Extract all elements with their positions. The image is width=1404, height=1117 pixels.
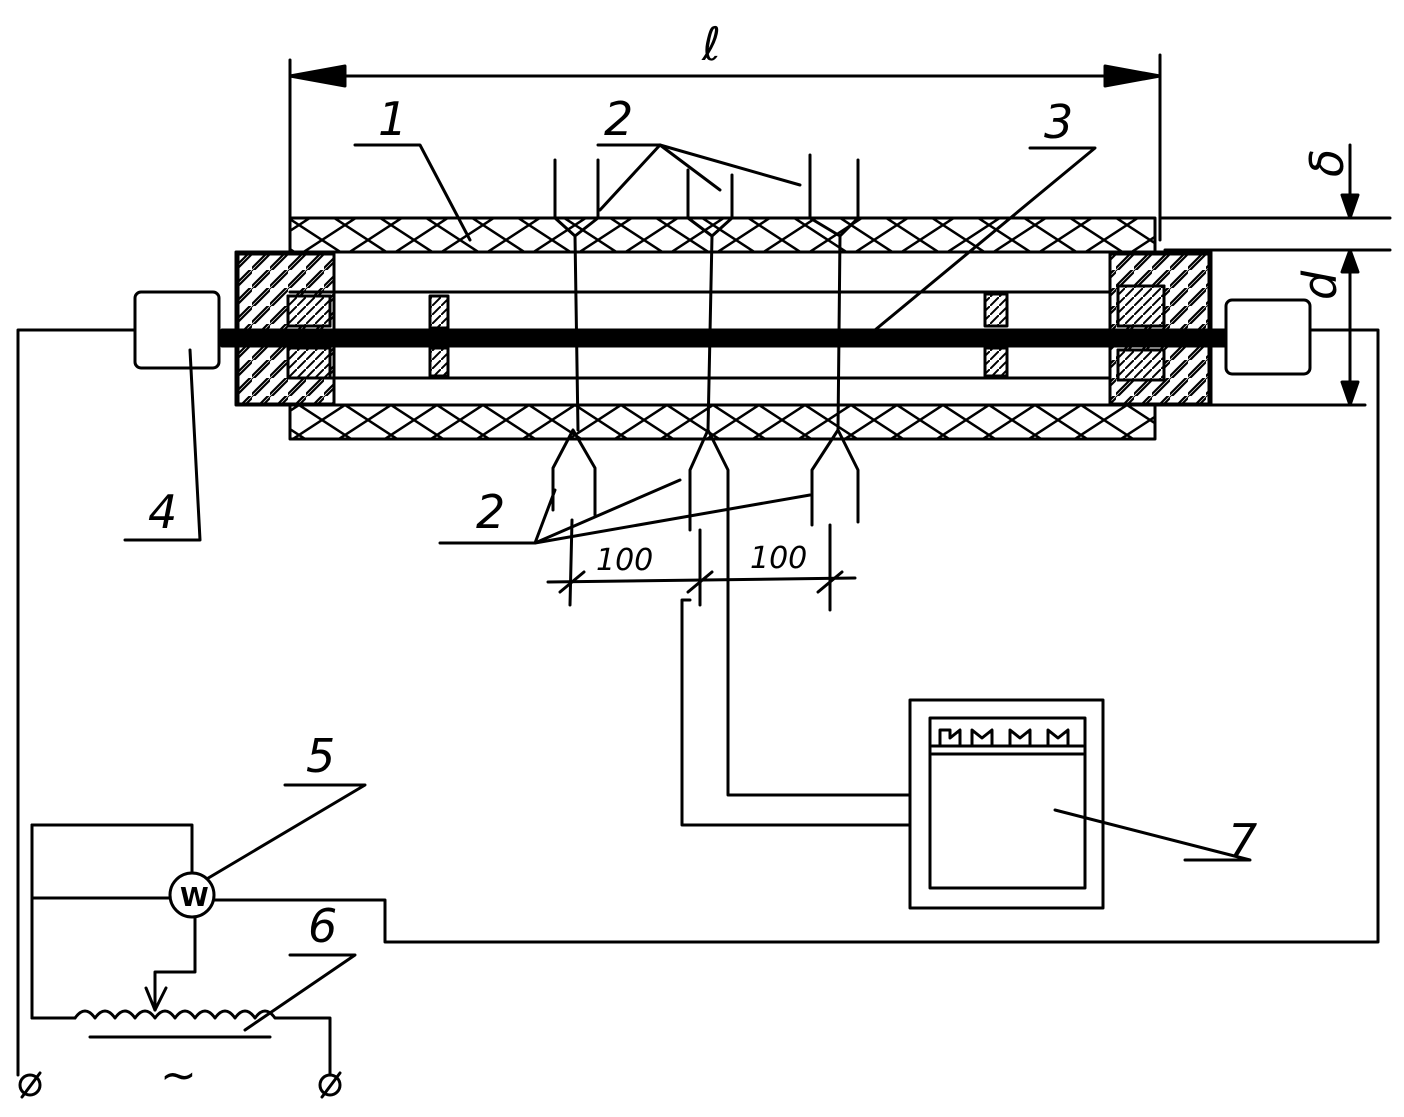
terminal-box-right bbox=[1224, 298, 1312, 376]
wattmeter bbox=[168, 871, 216, 919]
label-6: 6 bbox=[308, 899, 337, 953]
label-5: 5 bbox=[306, 729, 335, 783]
label-7: 7 bbox=[1228, 814, 1257, 868]
heater-rod bbox=[220, 328, 1234, 348]
terminal-box-left bbox=[133, 290, 221, 370]
label-2-top: 2 bbox=[604, 92, 633, 146]
dim-100-left: 100 bbox=[596, 543, 653, 578]
recorder bbox=[908, 698, 1105, 910]
label-length: ℓ bbox=[701, 17, 721, 71]
label-1: 1 bbox=[378, 92, 407, 146]
leader-lines bbox=[123, 143, 1252, 1032]
label-d: d bbox=[1293, 270, 1347, 300]
thermocouple-wires bbox=[573, 234, 842, 432]
power-circuit bbox=[16, 328, 1380, 1077]
recorder-wiring bbox=[680, 528, 912, 827]
spacing-dimension bbox=[546, 518, 857, 612]
wattmeter-symbol: W bbox=[180, 883, 209, 913]
thickness-dimension bbox=[1158, 143, 1392, 407]
length-dimension bbox=[288, 53, 1162, 242]
label-3: 3 bbox=[1044, 95, 1073, 149]
supply-terminals bbox=[18, 1071, 342, 1099]
ac-symbol: ~ bbox=[160, 1050, 197, 1101]
label-delta: δ bbox=[1300, 149, 1354, 177]
dim-100-right: 100 bbox=[750, 541, 807, 576]
label-2-bottom: 2 bbox=[476, 485, 505, 539]
label-4: 4 bbox=[148, 485, 177, 539]
